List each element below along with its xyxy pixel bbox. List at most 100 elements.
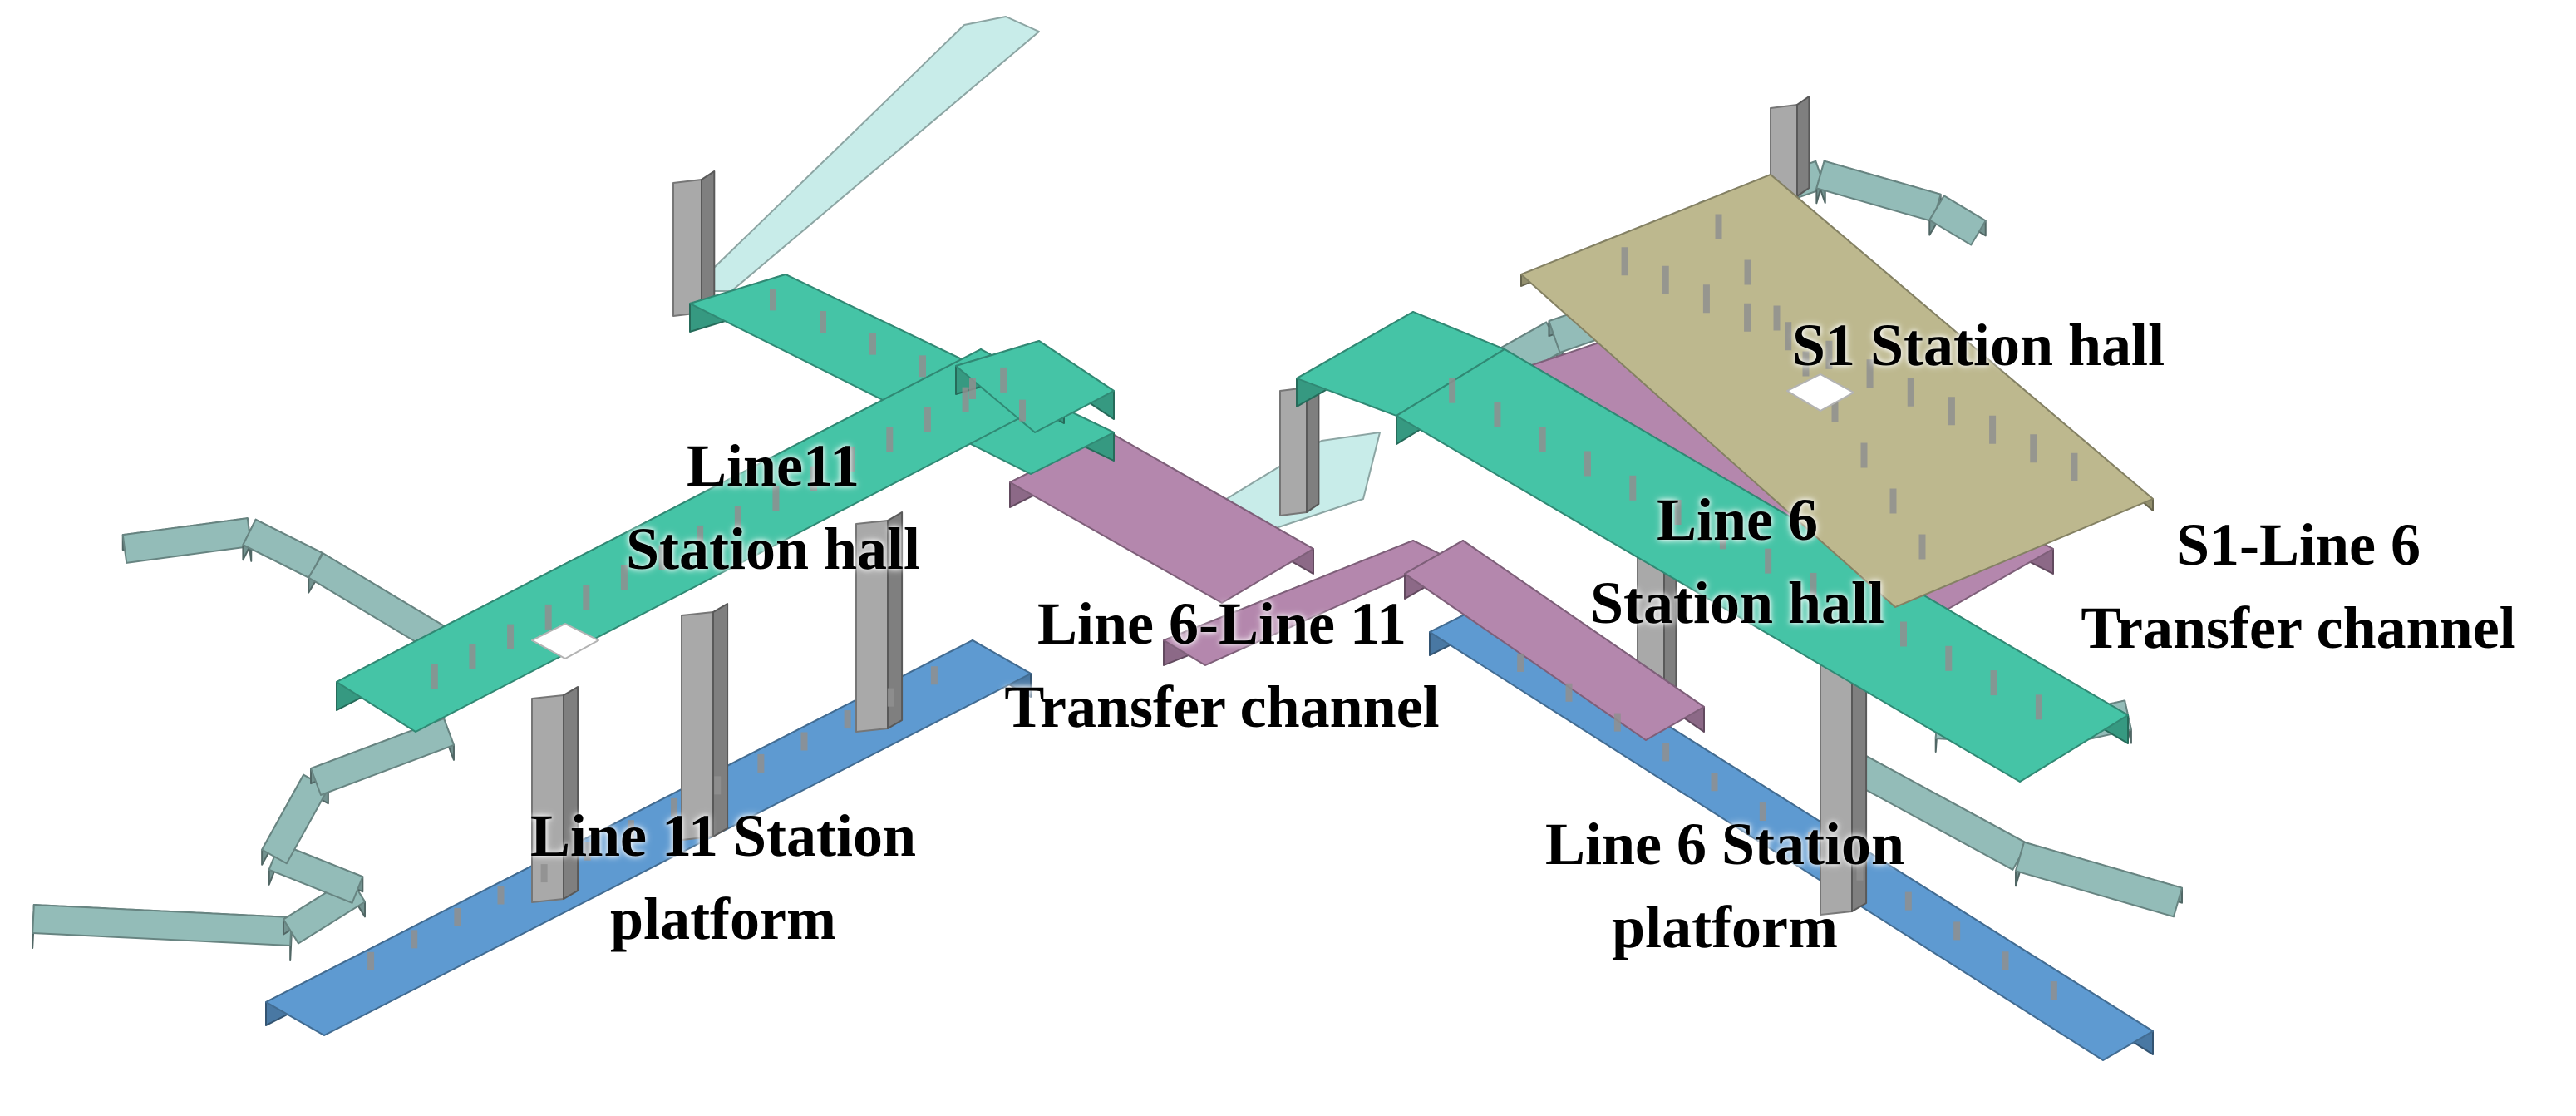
platform-line6-post [1953, 921, 1961, 941]
s1-hall-post [2030, 434, 2037, 463]
hall-line11-arm-post [820, 311, 826, 333]
entrance-passages [32, 16, 2184, 961]
hall-line11-post [924, 407, 931, 432]
hall-line11-post [620, 565, 628, 590]
hall-line6-post [2035, 694, 2042, 720]
platform-line11-post [627, 820, 634, 839]
column-line11-a-side [563, 686, 579, 900]
hall-line6-post [1990, 670, 1997, 696]
platform-line11-post [800, 732, 808, 751]
s1-hall-post [1989, 415, 1997, 444]
platform-line6-post [2002, 951, 2009, 970]
hall-line6-post [1719, 524, 1726, 550]
platform-line6-post [1613, 713, 1621, 732]
platform-line6-post [1904, 891, 1912, 911]
s1-hall-post [1662, 265, 1669, 294]
hall-line11-post [544, 604, 552, 630]
hall-line6-post [1900, 621, 1907, 647]
hall-line6-post [1810, 572, 1817, 598]
platform-line6-post [1517, 653, 1524, 672]
platform-line11-post [454, 907, 461, 926]
hall-line11-arm-post [869, 333, 876, 355]
platform-line6-post [1759, 802, 1766, 822]
passage-northeast [1928, 195, 1987, 246]
platform-line11-post [757, 753, 765, 773]
hall-line6-post [1494, 402, 1501, 427]
s1-hall-post [1918, 534, 1926, 560]
hall-line11-post [431, 664, 438, 689]
s1-hall-post [1702, 284, 1710, 314]
hall-line11-post [772, 486, 780, 511]
platform-line11-post [497, 886, 505, 905]
s1-hall-post [1860, 442, 1868, 468]
platform-line11-post [540, 864, 548, 883]
hall-line11-post [697, 525, 704, 551]
hall-line11-arm-post [1019, 399, 1026, 422]
hall-line6-main [1396, 348, 2129, 783]
hall-line6-post [1449, 378, 1456, 403]
hall-line11-arm-post [919, 355, 926, 378]
platform-line6 [1429, 606, 2154, 1061]
hall-line6-post [1674, 500, 1682, 526]
hall-line6-post [1629, 475, 1637, 501]
s1-hall-post [1715, 214, 1722, 239]
platform-line6-post [1662, 743, 1670, 762]
platform-line11-post [671, 797, 678, 817]
label-s1-station-hall: S1 Station hall [1791, 312, 2165, 378]
s1-hall-post [1825, 340, 1833, 369]
platform-line11-post [411, 930, 418, 949]
platform-line6-post [2050, 981, 2057, 1000]
hall-line11-post [658, 545, 666, 570]
s1-hall-post [1802, 351, 1810, 377]
transfer-line6-link [1404, 540, 1705, 741]
slab-details [367, 214, 2078, 1000]
s1-hall-post [1744, 303, 1751, 332]
station-halls [336, 274, 2129, 783]
s1-hall-post [2071, 452, 2078, 481]
s1-hall-post [1773, 305, 1781, 331]
platform-line11-post [367, 951, 375, 970]
hall-line11-post [469, 644, 476, 669]
platform-line11-post [887, 688, 894, 707]
platform-line6-post [1711, 773, 1718, 792]
passage-northeast [1815, 160, 1942, 223]
column-line11-c-side [887, 511, 904, 729]
ramp-line11 [689, 16, 1040, 292]
hall-line6-post [1765, 548, 1772, 574]
s1-hall-post [1621, 247, 1628, 276]
platform-line6-post [1856, 862, 1864, 881]
hall-line11-opening [531, 623, 599, 659]
platform-line11-post [714, 776, 722, 795]
s1-hall-post [1948, 397, 1955, 426]
hall-line11-post [810, 466, 818, 491]
platform-line11-post [844, 710, 851, 729]
passage-west-upper [242, 518, 323, 580]
hall-line11-post [507, 624, 515, 649]
vent-shaft-s1-side [1796, 96, 1810, 197]
hall-line11-post [962, 387, 969, 412]
platform-line11 [265, 639, 1032, 1036]
vent-shaft-line11 [672, 179, 702, 317]
passage-west-lower [32, 904, 293, 946]
platform-line6-post [1565, 683, 1573, 702]
passage-southeast [2014, 841, 2184, 918]
hall-line11-post [734, 506, 741, 531]
vent-shaft-line6 [1279, 387, 1308, 516]
hall-line11-post [583, 585, 590, 610]
platform-line6-post [1808, 832, 1815, 851]
hall-line6-post [1584, 451, 1591, 477]
hall-line11-arm-post [969, 378, 976, 399]
s1-hall-post [1889, 488, 1897, 514]
hall-line11-arm-post [770, 289, 776, 311]
platform-line11-post [584, 842, 591, 861]
hall-line6-post [1854, 597, 1862, 623]
hall-line11-post [1000, 367, 1007, 393]
s1-hall-post [1866, 359, 1874, 388]
